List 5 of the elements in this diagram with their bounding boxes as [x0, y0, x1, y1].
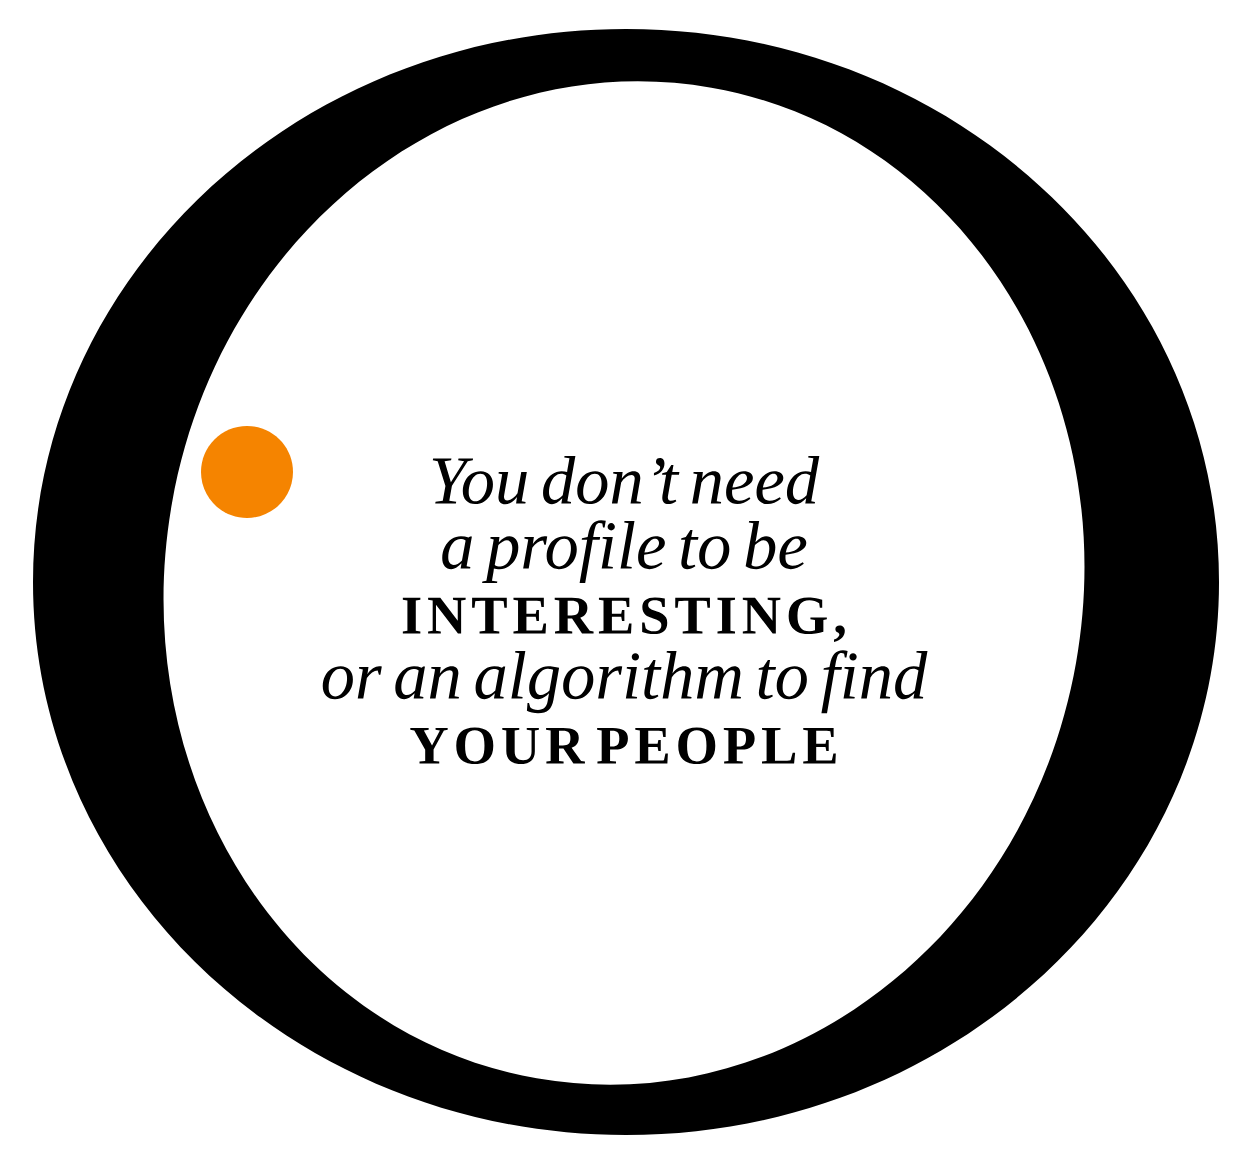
node-label: YOUR PEOPLE [410, 727, 836, 765]
quote-text: You don’t need a profile to be INTERESTING, or an algorithm to find YOUR PEOPLE [322, 455, 928, 765]
node-label: You don’t need a profile to be [432, 455, 820, 584]
node-label: INTERESTING, [402, 597, 845, 642]
node-label: or an algorithm to find [322, 650, 928, 714]
